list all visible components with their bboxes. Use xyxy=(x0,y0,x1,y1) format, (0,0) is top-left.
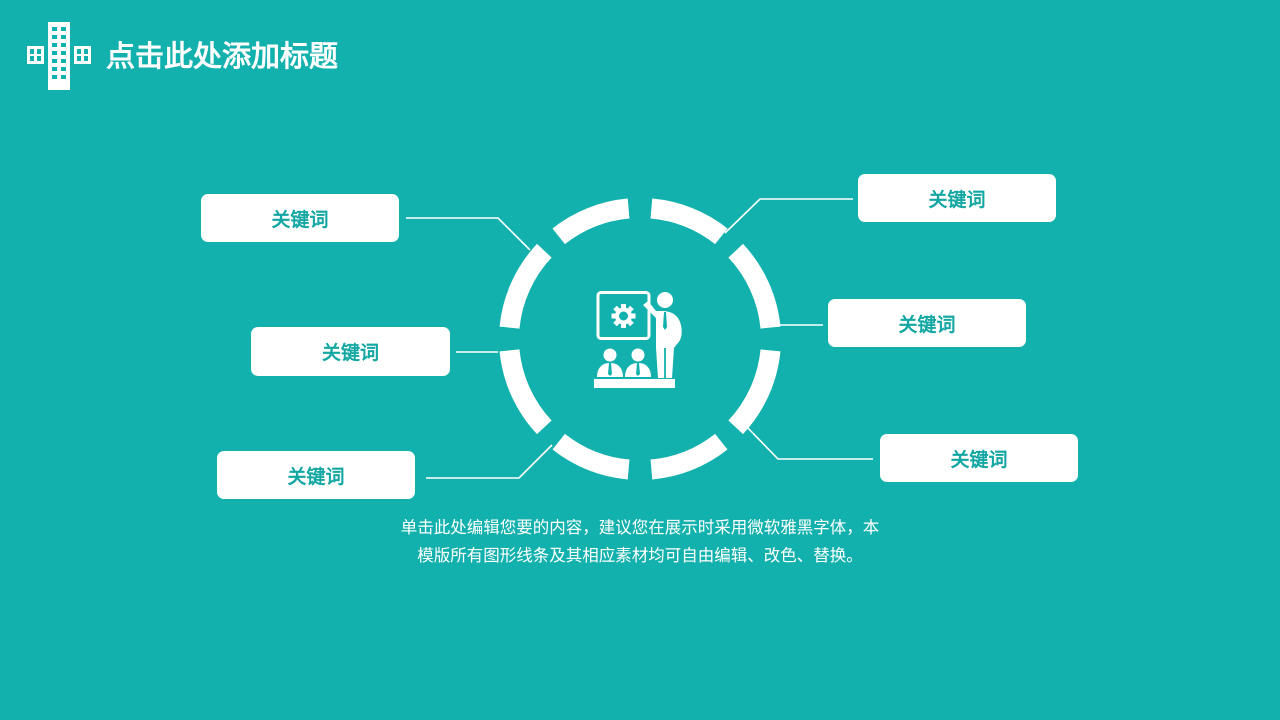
presentation-teacher-icon xyxy=(594,291,682,388)
keyword-label: 关键词 xyxy=(271,208,329,231)
gear-icon xyxy=(611,304,636,328)
keyword-label: 关键词 xyxy=(287,465,345,488)
keyword-box-left-middle[interactable]: 关键词 xyxy=(251,327,450,376)
building-icon xyxy=(27,22,91,90)
keyword-label: 关键词 xyxy=(928,188,986,211)
connector-left-top xyxy=(406,217,531,251)
connector-left-bottom xyxy=(426,444,553,479)
connector-right-bottom xyxy=(744,424,873,460)
description-line-1: 单击此处编辑您要的内容，建议您在展示时采用微软雅黑字体，本 xyxy=(400,518,880,537)
keyword-label: 关键词 xyxy=(950,448,1008,471)
keyword-label: 关键词 xyxy=(321,342,379,364)
page-title[interactable]: 点击此处添加标题 xyxy=(106,39,339,73)
description-text[interactable]: 单击此处编辑您要的内容，建议您在展示时采用微软雅黑字体，本 模版所有图形线条及其… xyxy=(340,514,940,570)
keyword-box-right-top[interactable]: 关键词 xyxy=(858,174,1056,222)
ring-segments xyxy=(499,198,781,480)
description-line-2: 模版所有图形线条及其相应素材均可自由编辑、改色、替换。 xyxy=(417,546,863,565)
keyword-box-right-middle[interactable]: 关键词 xyxy=(828,299,1026,347)
keyword-label: 关键词 xyxy=(898,313,956,336)
connector-lines xyxy=(406,198,873,479)
connector-right-top xyxy=(724,198,853,234)
keyword-box-left-top[interactable]: 关键词 xyxy=(201,194,399,242)
keyword-box-left-bottom[interactable]: 关键词 xyxy=(217,451,415,499)
keyword-box-right-bottom[interactable]: 关键词 xyxy=(880,434,1078,482)
